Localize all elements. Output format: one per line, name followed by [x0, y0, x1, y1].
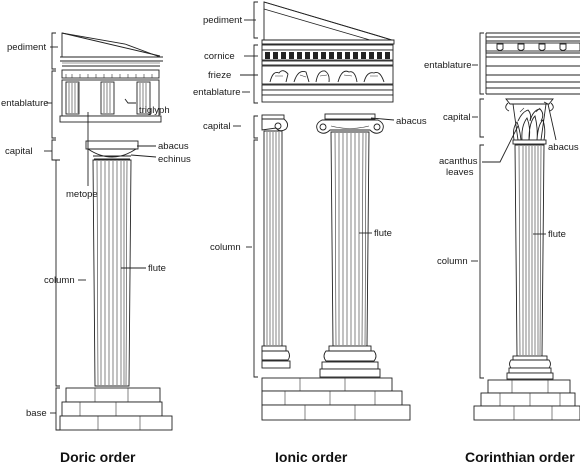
doric-label-base: base — [26, 408, 47, 419]
ionic-leader-lines — [233, 1, 395, 378]
ionic-column-base — [319, 345, 381, 378]
corinthian-order: entablature capital abacus acanthus leav… — [424, 32, 580, 465]
doric-label-pediment: pediment — [7, 42, 46, 53]
corinthian-label-acanthus: acanthus — [439, 156, 478, 167]
ionic-label-frieze: frieze — [208, 70, 231, 81]
ionic-dentil-block — [377, 52, 382, 59]
ionic-pediment — [261, 1, 395, 45]
ionic-label-entablature: entablature — [193, 87, 241, 98]
doric-pediment — [60, 32, 163, 67]
corinthian-label-abacus: abacus — [548, 142, 579, 153]
ionic-dentil-block — [273, 52, 278, 59]
ionic-frieze — [261, 65, 394, 85]
doric-label-flute: flute — [148, 263, 166, 274]
ionic-steps — [261, 377, 411, 421]
ionic-dentil-block — [265, 52, 270, 59]
ionic-dentil-block — [297, 52, 302, 59]
doric-label-column: column — [44, 275, 75, 286]
ionic-dentil-block — [369, 52, 374, 59]
corinthian-leader-lines — [471, 32, 557, 379]
corinthian-label-entablature: entablature — [424, 60, 472, 71]
ionic-label-cornice: cornice — [204, 51, 235, 62]
doric-steps — [59, 387, 173, 431]
doric-label-capital: capital — [5, 146, 32, 157]
doric-label-entablature: entablature — [1, 98, 49, 109]
ionic-left-column — [261, 114, 291, 369]
corinthian-label-column: column — [437, 256, 468, 267]
doric-title: Doric order — [60, 449, 136, 465]
ionic-label-flute: flute — [374, 228, 392, 239]
ionic-dentils — [265, 52, 390, 59]
ionic-dentil-block — [289, 52, 294, 59]
ionic-label-pediment: pediment — [203, 15, 242, 26]
ionic-column-shaft — [330, 131, 370, 347]
doric-label-echinus: echinus — [158, 154, 191, 165]
doric-label-abacus: abacus — [158, 141, 189, 152]
ionic-dentil-block — [353, 52, 358, 59]
ionic-label-capital: capital — [203, 121, 230, 132]
ionic-capital — [316, 113, 384, 134]
corinthian-label-capital: capital — [443, 112, 470, 123]
ionic-dentil-block — [321, 52, 326, 59]
doric-capital — [85, 140, 139, 160]
ionic-label-abacus: abacus — [396, 116, 427, 127]
ionic-label-column: column — [210, 242, 241, 253]
ionic-order: pediment cornice frieze entablature capi… — [193, 1, 427, 465]
ionic-architrave — [261, 84, 394, 103]
ionic-dentil-block — [329, 52, 334, 59]
corinthian-capital — [505, 98, 554, 145]
doric-label-metope: metope — [66, 189, 98, 200]
corinthian-label-flute: flute — [548, 229, 566, 240]
ionic-title: Ionic order — [275, 449, 348, 465]
corinthian-label-leaves: leaves — [446, 167, 474, 178]
ionic-dentil-block — [281, 52, 286, 59]
doric-label-triglyph: triglyph — [139, 105, 170, 116]
ionic-dentil-block — [345, 52, 350, 59]
corinthian-column-base — [506, 355, 554, 380]
corinthian-modillions — [496, 43, 567, 51]
doric-leader-lines — [44, 32, 157, 431]
corinthian-title: Corinthian order — [465, 449, 575, 465]
ionic-dentil-block — [361, 52, 366, 59]
ionic-dentil-block — [313, 52, 318, 59]
ionic-dentil-block — [385, 52, 390, 59]
doric-column-shaft — [92, 159, 132, 387]
ionic-dentil-block — [305, 52, 310, 59]
ionic-dentil-block — [337, 52, 342, 59]
doric-order: pediment entablature triglyph capital ab… — [1, 32, 191, 465]
ionic-cornice — [261, 44, 394, 66]
corinthian-entablature — [485, 32, 580, 95]
corinthian-steps — [473, 379, 580, 421]
doric-triglyphs — [65, 81, 151, 115]
corinthian-column-shaft — [514, 144, 545, 357]
doric-entablature — [59, 69, 162, 123]
